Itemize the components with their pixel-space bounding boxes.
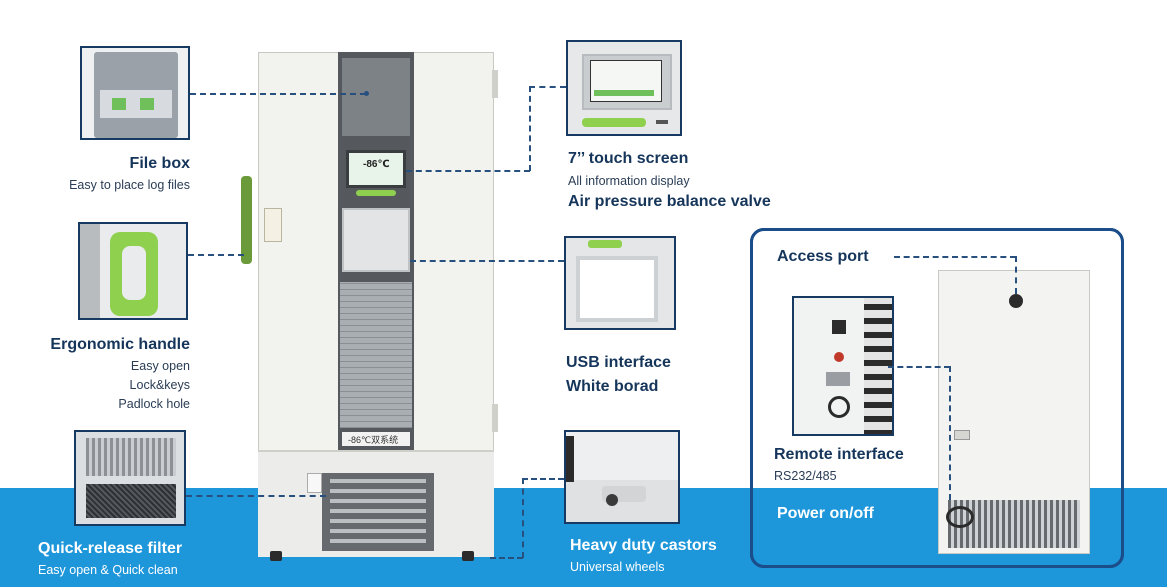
castors-image <box>564 430 680 524</box>
file-box-desc: Easy to place log files <box>69 178 190 192</box>
castor-wheel-right <box>462 551 474 561</box>
ergonomic-handle-image <box>78 222 188 320</box>
ergonomic-handle-line-2: Lock&keys <box>129 378 190 392</box>
warning-label <box>264 208 282 242</box>
usb-interface-title: USB interface <box>566 354 671 371</box>
file-box-title: File box <box>129 155 190 172</box>
connector-castors-a <box>522 478 524 558</box>
model-badge-text: -86℃双系统 <box>348 435 399 445</box>
instruction-labels <box>340 282 412 428</box>
touch-screen-desc: All information display <box>568 174 690 188</box>
display-button-bar[interactable] <box>356 190 396 196</box>
hinge-top <box>492 70 498 98</box>
connector-access-port-a <box>894 256 1016 258</box>
rear-small-port <box>954 430 970 440</box>
hinge-bottom <box>492 404 498 432</box>
white-board-title: White borad <box>566 378 659 395</box>
file-box-slot <box>342 58 410 136</box>
air-valve-title: Air pressure balance valve <box>568 193 771 210</box>
connector-castors-c <box>490 557 523 559</box>
display-screen: -86℃ <box>346 150 406 188</box>
castor-wheel-left <box>270 551 282 561</box>
remote-interface-title: Remote interface <box>774 446 904 463</box>
touch-screen-title: 7’’ touch screen <box>568 150 689 167</box>
connector-screen-c <box>529 86 566 88</box>
file-box-image <box>80 46 190 140</box>
power-title: Power on/off <box>777 505 874 522</box>
connector-filter <box>186 495 326 497</box>
quick-release-filter-desc: Easy open & Quick clean <box>38 563 178 577</box>
connector-whiteboard <box>410 260 564 262</box>
base-label <box>307 473 322 493</box>
display-temperature: -86℃ <box>363 159 390 170</box>
usb-whiteboard-image <box>564 236 676 330</box>
model-badge: -86℃双系统 <box>342 432 410 446</box>
connector-remote-a <box>888 366 950 368</box>
castors-title: Heavy duty castors <box>570 537 717 554</box>
ergonomic-handle-line-3: Padlock hole <box>118 397 190 411</box>
rear-view-panel-border <box>750 228 1124 568</box>
remote-interface-image <box>792 296 894 436</box>
filter-grille[interactable] <box>322 473 434 551</box>
castors-desc: Universal wheels <box>570 560 665 574</box>
remote-interface-desc: RS232/485 <box>774 469 837 483</box>
connector-access-port-b <box>1015 256 1017 294</box>
touch-screen-image <box>566 40 682 136</box>
connector-screen-b <box>529 86 531 171</box>
access-port-title: Access port <box>777 248 869 265</box>
connector-handle <box>188 254 244 256</box>
door-handle[interactable] <box>241 176 252 264</box>
connector-file-box-end <box>364 91 369 96</box>
connector-file-box <box>190 93 366 95</box>
connector-screen-a <box>406 170 530 172</box>
connector-castors-b <box>522 478 564 480</box>
white-board <box>342 208 410 272</box>
quick-release-filter-title: Quick-release filter <box>38 540 183 557</box>
access-port-hole <box>1009 294 1023 308</box>
quick-release-filter-image <box>74 430 186 526</box>
power-cable <box>946 506 974 528</box>
connector-remote-b <box>949 366 951 500</box>
ergonomic-handle-title: Ergonomic handle <box>50 336 190 353</box>
ergonomic-handle-line-1: Easy open <box>130 359 190 373</box>
